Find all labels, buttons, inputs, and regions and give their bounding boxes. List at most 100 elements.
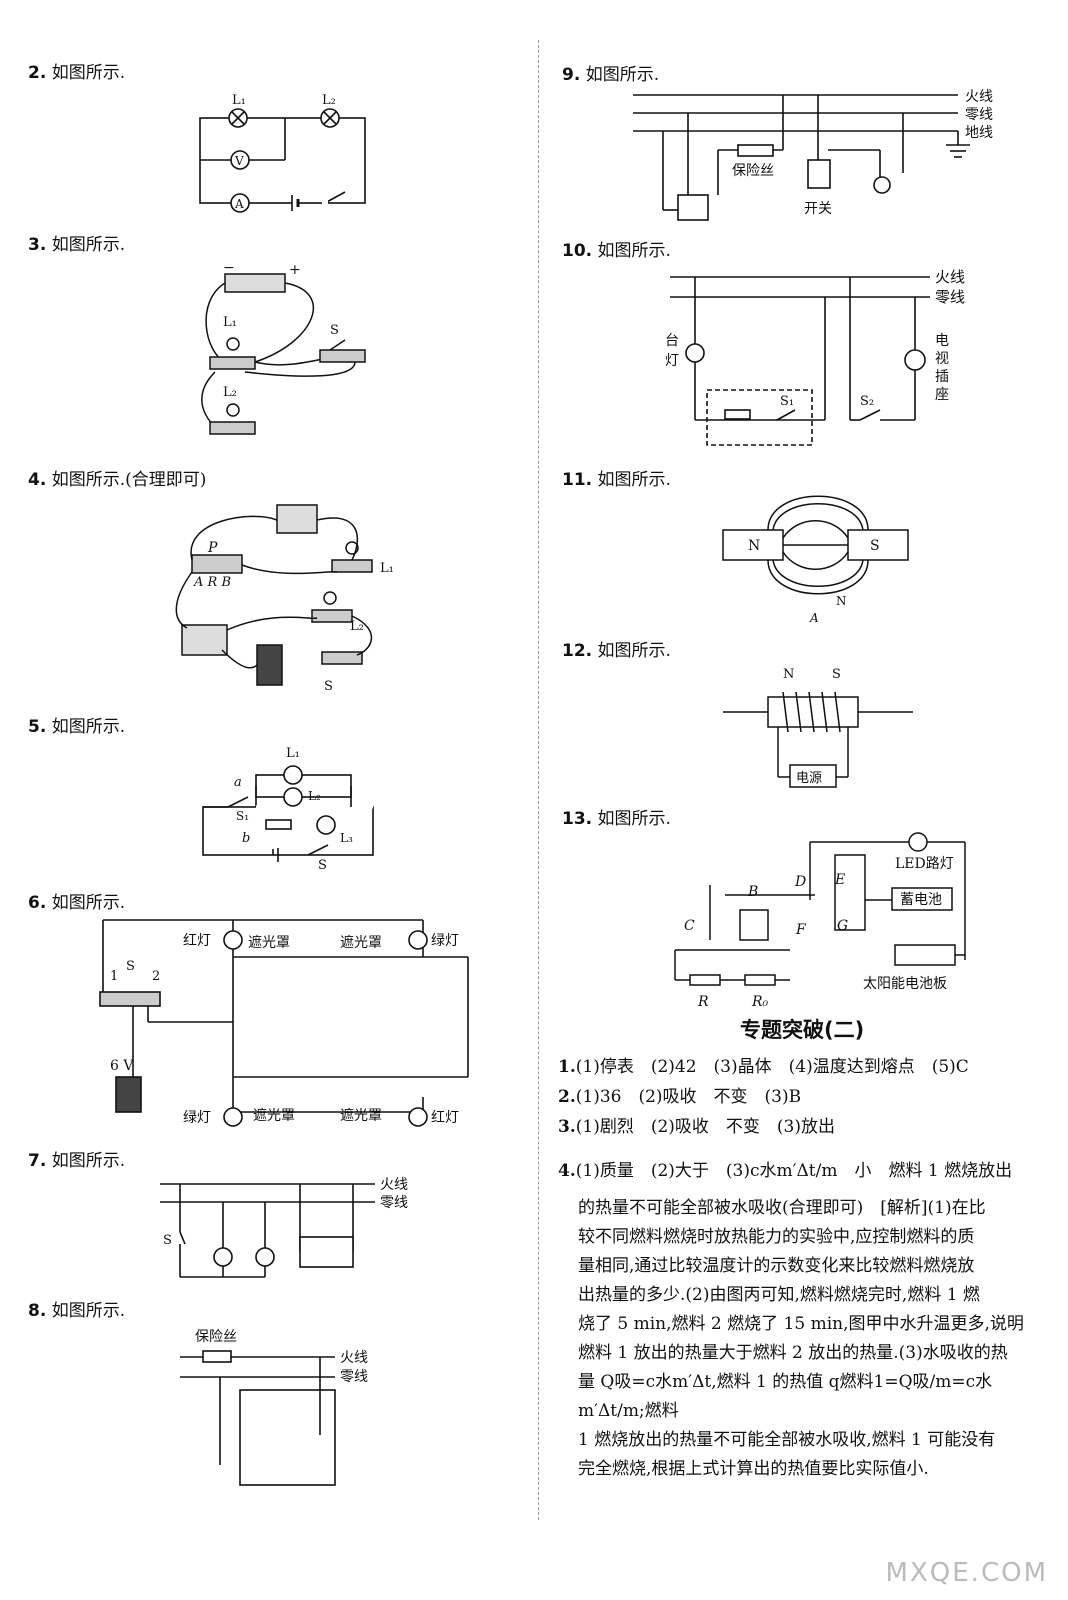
paragraph-line: 出热量的多少.(2)由图丙可知,燃料燃烧完时,燃料 1 燃 bbox=[578, 1285, 980, 1305]
column-divider bbox=[538, 40, 539, 1520]
svg-text:S: S bbox=[324, 679, 333, 694]
household-circuit-9: 火线 零线 地线 保险丝 开关 bbox=[633, 89, 993, 221]
svg-text:S: S bbox=[330, 323, 339, 338]
svg-text:太阳能电池板: 太阳能电池板 bbox=[863, 976, 947, 992]
circuit-diagram-2: L₁ L₂ V A bbox=[199, 93, 366, 213]
svg-text:L₁: L₁ bbox=[380, 561, 394, 576]
paragraph-line: 1 燃烧放出的热量不可能全部被水吸收,燃料 1 可能没有 bbox=[578, 1430, 996, 1450]
section-title: 专题突破(二) bbox=[740, 1018, 865, 1042]
item-10-label: 10. 如图所示. bbox=[562, 241, 671, 261]
svg-text:遮光罩: 遮光罩 bbox=[248, 935, 290, 951]
svg-text:V: V bbox=[234, 154, 244, 168]
svg-text:红灯: 红灯 bbox=[183, 933, 211, 949]
circuit-diagram-6: 红灯 遮光罩 遮光罩 绿灯 1 S 2 6 V 绿灯 遮光罩 遮光罩 红灯 bbox=[99, 919, 469, 1127]
item-13-label: 13. 如图所示. bbox=[562, 809, 671, 829]
svg-text:P: P bbox=[207, 540, 218, 556]
svg-text:S: S bbox=[870, 538, 880, 554]
svg-text:6 V: 6 V bbox=[110, 1058, 134, 1074]
paragraph-line: 的热量不可能全部被水吸收(合理即可) [解析](1)在比 bbox=[578, 1198, 986, 1218]
svg-text:火线: 火线 bbox=[965, 89, 993, 105]
svg-text:火线: 火线 bbox=[340, 1350, 368, 1366]
svg-text:S₂: S₂ bbox=[860, 394, 874, 409]
svg-text:开关: 开关 bbox=[804, 201, 832, 217]
item-9-label: 9. 如图所示. bbox=[562, 65, 660, 85]
svg-text:L₂: L₂ bbox=[322, 93, 336, 108]
svg-text:N: N bbox=[748, 538, 760, 554]
svg-text:遮光罩: 遮光罩 bbox=[340, 1108, 382, 1124]
answer-1: 1.(1)停表 (2)42 (3)晶体 (4)温度达到熔点 (5)C bbox=[558, 1057, 969, 1077]
svg-text:L₁: L₁ bbox=[232, 93, 246, 108]
item-3-label: 3. 如图所示. bbox=[28, 235, 126, 255]
paragraph-line: 烧了 5 min,燃料 2 燃烧了 15 min,图甲中水升温更多,说明 bbox=[578, 1314, 1024, 1334]
svg-text:地线: 地线 bbox=[965, 125, 993, 141]
paragraph-line: 燃料 1 放出的热量大于燃料 2 放出的热量.(3)水吸收的热 bbox=[578, 1343, 1008, 1363]
physical-circuit-4: P A R B L₁ L₂ S bbox=[175, 504, 394, 694]
svg-text:S: S bbox=[163, 1233, 172, 1248]
svg-text:1: 1 bbox=[110, 969, 118, 984]
svg-text:S₁: S₁ bbox=[780, 394, 794, 409]
household-circuit-8: 保险丝 火线 零线 bbox=[180, 1329, 368, 1486]
svg-text:台: 台 bbox=[665, 333, 679, 349]
svg-text:L₂: L₂ bbox=[223, 385, 237, 400]
paragraph-line: 量相同,通过比较温度计的示数变化来比较燃料燃烧放 bbox=[578, 1256, 975, 1276]
svg-text:零线: 零线 bbox=[380, 1195, 408, 1211]
svg-text:座: 座 bbox=[935, 387, 949, 403]
circuit-diagram-5: L₁ L₂ a S₁ b L₃ S bbox=[202, 746, 374, 873]
item-8-label: 8. 如图所示. bbox=[28, 1301, 126, 1321]
svg-text:S: S bbox=[126, 959, 135, 974]
answer-4: 4.(1)质量 (2)大于 (3)c水m′Δt/m 小 燃料 1 燃烧放出 bbox=[558, 1161, 1013, 1181]
relay-circuit-13: LED路灯 蓄电池 太阳能电池板 B D E C F G R R₀ bbox=[674, 832, 966, 1010]
svg-text:a: a bbox=[234, 775, 242, 790]
svg-text:电: 电 bbox=[935, 333, 949, 349]
svg-text:R₀: R₀ bbox=[751, 994, 769, 1010]
magnetic-field-11: N S N A bbox=[722, 495, 909, 625]
item-11-label: 11. 如图所示. bbox=[562, 470, 671, 490]
paragraph-line: 量 Q吸=c水m′Δt,燃料 1 的热值 q燃料1=Q吸/m=c水m′Δt/m;… bbox=[578, 1372, 993, 1421]
svg-text:L₂: L₂ bbox=[308, 789, 321, 803]
item-2-label: 2. 如图所示. bbox=[28, 63, 126, 83]
svg-text:LED路灯: LED路灯 bbox=[895, 856, 954, 872]
item-6-label: 6. 如图所示. bbox=[28, 893, 126, 913]
svg-text:N: N bbox=[836, 594, 847, 608]
svg-text:L₃: L₃ bbox=[340, 831, 353, 845]
physical-circuit-3: −+ L₁ S L₂ bbox=[201, 260, 366, 435]
paragraph-line: 完全燃烧,根据上式计算出的热值要比实际值小. bbox=[578, 1459, 929, 1479]
svg-text:A: A bbox=[234, 197, 244, 211]
svg-text:零线: 零线 bbox=[935, 288, 965, 306]
svg-text:零线: 零线 bbox=[340, 1369, 368, 1385]
paragraph-line: 较不同燃料燃烧时放热能力的实验中,应控制燃料的质 bbox=[578, 1227, 975, 1247]
svg-text:插: 插 bbox=[935, 369, 949, 385]
svg-text:B: B bbox=[747, 884, 758, 900]
svg-text:−: − bbox=[223, 260, 235, 276]
svg-text:A R B: A R B bbox=[193, 575, 231, 590]
electromagnet-12: N S 电源 bbox=[723, 667, 913, 788]
svg-text:保险丝: 保险丝 bbox=[732, 163, 774, 179]
svg-text:N: N bbox=[783, 667, 794, 682]
svg-text:绿灯: 绿灯 bbox=[183, 1110, 211, 1126]
svg-text:火线: 火线 bbox=[935, 268, 965, 286]
svg-text:A: A bbox=[809, 611, 819, 625]
svg-text:S₁: S₁ bbox=[236, 809, 249, 823]
svg-text:S: S bbox=[832, 667, 841, 682]
svg-text:火线: 火线 bbox=[380, 1177, 408, 1193]
svg-text:保险丝: 保险丝 bbox=[195, 1329, 237, 1345]
svg-text:零线: 零线 bbox=[965, 107, 993, 123]
svg-text:F: F bbox=[795, 922, 807, 938]
svg-text:L₁: L₁ bbox=[286, 746, 300, 761]
item-7-label: 7. 如图所示. bbox=[28, 1151, 126, 1171]
household-circuit-7: 火线 零线 S bbox=[160, 1177, 408, 1278]
svg-text:遮光罩: 遮光罩 bbox=[340, 935, 382, 951]
analysis-paragraph: 的热量不可能全部被水吸收(合理即可) [解析](1)在比 较不同燃料燃烧时放热能… bbox=[578, 1194, 1058, 1484]
svg-text:b: b bbox=[242, 831, 250, 846]
answer-3: 3.(1)剧烈 (2)吸收 不变 (3)放出 bbox=[558, 1117, 835, 1137]
svg-text:2: 2 bbox=[152, 969, 160, 984]
svg-text:R: R bbox=[697, 994, 709, 1010]
svg-text:视: 视 bbox=[935, 351, 949, 367]
item-12-label: 12. 如图所示. bbox=[562, 641, 671, 661]
svg-text:D: D bbox=[794, 874, 806, 890]
svg-text:电源: 电源 bbox=[796, 771, 822, 786]
svg-text:S: S bbox=[318, 858, 327, 873]
answer-2: 2.(1)36 (2)吸收 不变 (3)B bbox=[558, 1087, 802, 1107]
svg-text:红灯: 红灯 bbox=[431, 1110, 459, 1126]
svg-text:C: C bbox=[684, 918, 695, 934]
